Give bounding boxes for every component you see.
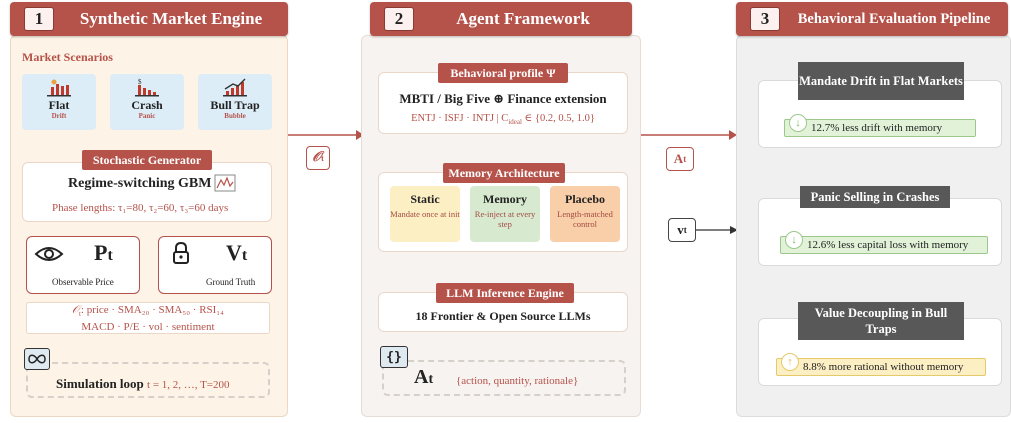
generator-title: Regime-switching GBM <box>68 176 212 191</box>
ground-truth-label: Ground Truth <box>206 277 256 287</box>
section-header-1: 1 Synthetic Market Engine <box>10 2 288 36</box>
section-title: Behavioral Evaluation Pipeline <box>797 10 991 27</box>
eval-title: Value Decoupling in Bull Traps <box>798 302 964 340</box>
flat-bar-chart-icon <box>47 79 71 97</box>
memory-card-static: Static Mandate once at init <box>390 186 460 242</box>
memory-card-memory: Memory Re-inject at every step <box>470 186 540 242</box>
section-title: Agent Framework <box>456 9 590 28</box>
eval-title: Panic Selling in Crashes <box>800 186 950 208</box>
json-icon: {} <box>380 346 408 368</box>
lock-icon <box>173 242 189 264</box>
arrow-value-to-eval <box>696 226 738 234</box>
ground-truth-symbol: Vt <box>226 240 248 265</box>
scenarios-label: Market Scenarios <box>22 50 113 64</box>
memory-architecture-label: Memory Architecture <box>443 163 565 183</box>
simulation-loop-box <box>26 362 270 398</box>
eye-icon <box>34 247 64 261</box>
up-arrow-icon: ↑ <box>781 353 799 371</box>
scenario-card-bull-trap: Bull Trap Bubble <box>198 74 272 130</box>
action-description: {action, quantity, rationale} <box>456 375 579 387</box>
scenario-card-flat: Flat Drift <box>22 74 96 130</box>
features-text: 𝒪t: price · SMA₂₀ · SMA₅₀ · RSI₁₄ MACD ·… <box>26 304 270 334</box>
section-header-2: 2 Agent Framework <box>370 2 632 36</box>
scenario-name: Bull Trap <box>210 98 260 112</box>
gbm-chart-icon <box>214 174 236 192</box>
section-number: 1 <box>24 7 54 31</box>
observable-symbol: Pt <box>94 240 113 265</box>
scenario-card-crash: $ Crash Panic <box>110 74 184 130</box>
behavioral-profile-label: Behavioral profile Ψ <box>438 63 568 83</box>
section-number: 2 <box>384 7 414 31</box>
svg-text:$: $ <box>138 78 142 86</box>
section-title: Synthetic Market Engine <box>79 9 263 28</box>
action-symbol: At <box>414 366 434 388</box>
scenario-name: Crash <box>131 98 163 112</box>
observable-label: Observable Price <box>52 277 114 287</box>
behavioral-profile-types: ENTJ · ISFJ · INTJ | Cideal ∈ {0.2, 0.5,… <box>411 113 595 127</box>
action-output-box <box>382 360 626 396</box>
features-box <box>26 302 270 334</box>
eval-result: ↓ 12.7% less drift with memory <box>784 114 976 137</box>
features-line-2: MACD · P/E · vol · sentiment <box>81 321 215 334</box>
llm-engine-title: 18 Frontier & Open Source LLMs <box>415 309 591 323</box>
features-line-1: 𝒪t: price · SMA₂₀ · SMA₅₀ · RSI₁₄ <box>72 304 224 319</box>
simulation-loop-label: Simulation loop t = 1, 2, …, T=200 <box>56 376 230 391</box>
eval-title: Mandate Drift in Flat Markets <box>798 62 964 100</box>
scenario-sub: Bubble <box>224 112 246 120</box>
down-arrow-icon: ↓ <box>785 231 803 249</box>
scenario-sub: Drift <box>51 112 67 120</box>
generator-box <box>22 162 272 222</box>
scenario-name: Flat <box>48 98 70 112</box>
observable-price-box <box>26 236 140 294</box>
scenario-sub: Panic <box>138 112 156 120</box>
eval-result: ↑ 8.8% more rational without memory <box>776 353 986 376</box>
arrow-agent-to-eval <box>641 130 737 140</box>
memory-card-placebo: Placebo Length-matched control <box>550 186 620 242</box>
eval-result: ↓ 12.6% less capital loss with memory <box>780 231 988 254</box>
down-arrow-icon: ↓ <box>789 114 807 132</box>
arrow-engine-to-agent <box>288 130 364 140</box>
section-header-3: 3 Behavioral Evaluation Pipeline <box>736 2 1008 36</box>
generator-label: Stochastic Generator <box>82 150 212 170</box>
llm-engine-label: LLM Inference Engine <box>436 283 574 303</box>
crash-money-icon: $ <box>135 78 159 97</box>
phase-lengths: Phase lengths: τ₁=80, τ₂=60, τ₃=60 days <box>52 202 229 214</box>
behavioral-profile-title: MBTI / Big Five ⊕ Finance extension <box>399 91 607 106</box>
loop-icon <box>24 348 50 370</box>
section-number: 3 <box>750 7 780 31</box>
bull-trap-chart-icon <box>223 78 247 97</box>
